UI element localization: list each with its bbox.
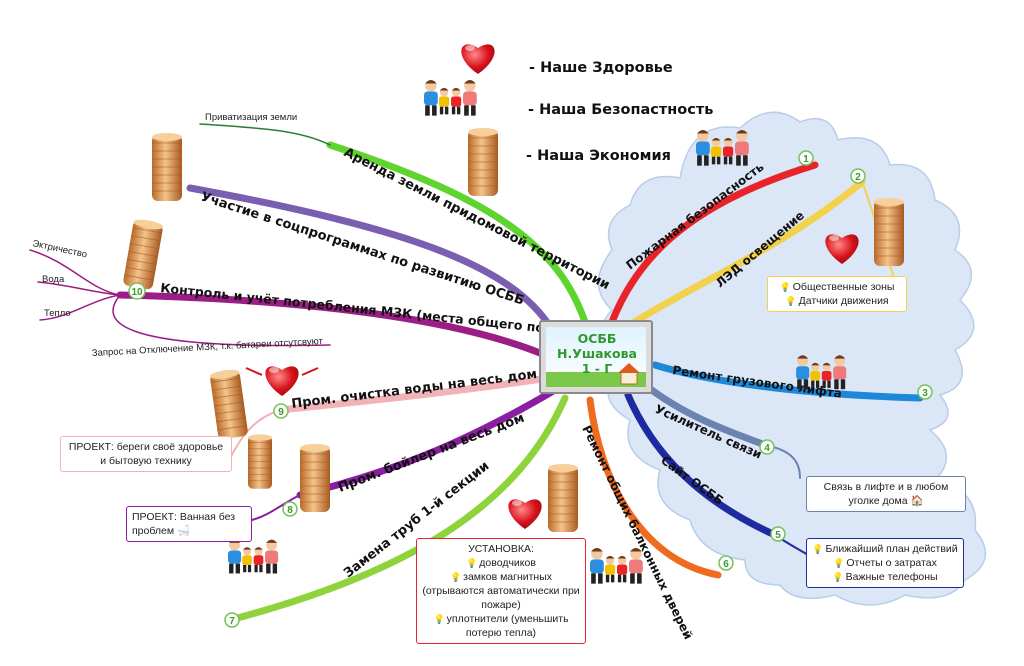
label-heat-request: Запрос на Отключение МЗК, т.к. батареи о… xyxy=(92,336,324,359)
label-privatization: Приватизация земли xyxy=(205,112,297,123)
balcony-install-note: УСТАНОВКА: 💡доводчиков 💡замков магнитных… xyxy=(416,538,586,644)
badge-5: 5 xyxy=(775,530,781,541)
signal-note-line: уголке дома 🏠 xyxy=(848,495,924,507)
branch-signal xyxy=(641,381,769,449)
label-metering: Контроль и учёт потребления МЗК (места о… xyxy=(160,280,586,340)
boiler-project-note: ПРОЕКТ: Ванная без проблем 🛁 xyxy=(126,506,252,542)
badge-7: 7 xyxy=(229,616,235,627)
branch-water-purification xyxy=(276,374,552,414)
cloud-background xyxy=(597,111,987,606)
legend-economy: - Наша Экономия xyxy=(526,148,671,164)
branch-website xyxy=(624,391,779,539)
badge-4: 4 xyxy=(764,443,770,454)
coin-stack-icon xyxy=(121,217,165,291)
badge-2: 2 xyxy=(855,172,861,183)
bulb-icon: 💡 xyxy=(785,296,797,306)
balcony-install-item: 💡замков магнитных xyxy=(449,571,553,583)
badge-8: 8 xyxy=(287,505,293,516)
coin-stack-icon xyxy=(151,132,183,202)
legend-safety: - Наша Безопастность xyxy=(528,102,714,118)
balcony-install-item: потерю тепла) xyxy=(465,627,537,639)
label-electricity: Эктричество xyxy=(31,238,88,260)
number-badges: 1 2 3 4 5 6 7 8 9 10 xyxy=(128,150,933,628)
bulb-icon: 💡 xyxy=(466,558,478,568)
family-icon xyxy=(424,80,477,116)
branch-pipes xyxy=(226,394,569,624)
bulb-icon: 💡 xyxy=(779,282,791,292)
bulb-icon: 💡 xyxy=(812,544,824,554)
coin-stack-icon xyxy=(547,463,579,533)
boiler-project-text: ПРОЕКТ: Ванная без проблем xyxy=(132,511,236,537)
balcony-install-title: УСТАНОВКА: xyxy=(468,543,534,555)
bath-icon: 🛁 xyxy=(177,525,191,537)
family-icon xyxy=(228,540,278,574)
bulb-icon: 💡 xyxy=(433,614,445,624)
bulb-icon: 💡 xyxy=(449,572,462,582)
signal-note-line: Связь в лифте и в любом xyxy=(823,481,949,493)
website-item: 💡Отчеты о затратах xyxy=(833,557,937,569)
branch-led xyxy=(621,178,866,332)
balcony-install-item: 💡уплотнители (уменьшить xyxy=(433,613,569,625)
coin-stack-icon xyxy=(299,443,331,513)
house-icon: 🏠 xyxy=(910,495,924,507)
coin-stack-icon xyxy=(247,433,273,490)
badge-10: 10 xyxy=(131,287,143,298)
branch-fire-safety xyxy=(608,161,819,326)
coin-stack-icon xyxy=(208,367,249,441)
badge-6: 6 xyxy=(723,559,729,570)
center-building: 1 - Г xyxy=(582,361,613,376)
signal-note: Связь в лифте и в любом уголке дома 🏠 xyxy=(806,476,966,512)
website-item: 💡Ближайший план действий xyxy=(812,543,958,555)
coin-stack-icon xyxy=(873,197,905,267)
bulb-icon: 💡 xyxy=(833,558,845,568)
website-items-note: 💡Ближайший план действий 💡Отчеты о затра… xyxy=(806,538,964,588)
balcony-install-item: 💡доводчиков xyxy=(466,557,536,569)
label-water-purification: Пром. очистка воды на весь дом xyxy=(291,367,538,412)
heart-icon xyxy=(508,499,542,529)
led-items-note: 💡Общественные зоны 💡Датчики движения xyxy=(767,276,907,312)
legend-health: - Наше Здоровье xyxy=(529,60,673,76)
badge-9: 9 xyxy=(278,407,284,418)
center-node: ОСББ Н.Ушакова 1 - Г xyxy=(539,320,653,394)
water-project-text: ПРОЕКТ: береги своё здоровье и бытовую т… xyxy=(68,441,224,467)
balcony-install-item: (отрываются автоматически при xyxy=(422,585,580,597)
label-heat: Тепло xyxy=(44,308,71,319)
water-project-note: ПРОЕКТ: береги своё здоровье и бытовую т… xyxy=(60,436,232,472)
balcony-install-item: пожаре) xyxy=(481,599,521,611)
label-boiler: Пром. бойлер на весь дом xyxy=(336,411,527,496)
bulb-icon: 💡 xyxy=(832,572,844,582)
led-item: 💡Общественные зоны xyxy=(779,281,895,293)
led-item: 💡Датчики движения xyxy=(785,295,889,307)
website-item: 💡Важные телефоны xyxy=(832,571,938,583)
label-water: Вода xyxy=(42,274,65,285)
badge-1: 1 xyxy=(803,154,809,165)
heart-character-icon xyxy=(245,366,319,396)
center-title: ОСББ xyxy=(578,331,617,346)
house-icon xyxy=(618,363,640,385)
branch-balcony xyxy=(586,396,722,579)
heart-icon xyxy=(461,44,495,74)
branch-social-programs xyxy=(186,184,559,339)
badge-3: 3 xyxy=(922,388,928,399)
branch-metering xyxy=(116,291,549,359)
center-name: Н.Ушакова xyxy=(557,346,637,361)
coin-stack-icon xyxy=(467,127,499,197)
branch-land-lease xyxy=(326,141,589,326)
family-icon xyxy=(590,548,643,584)
branch-elevator xyxy=(651,361,924,402)
branch-boiler xyxy=(296,386,559,499)
